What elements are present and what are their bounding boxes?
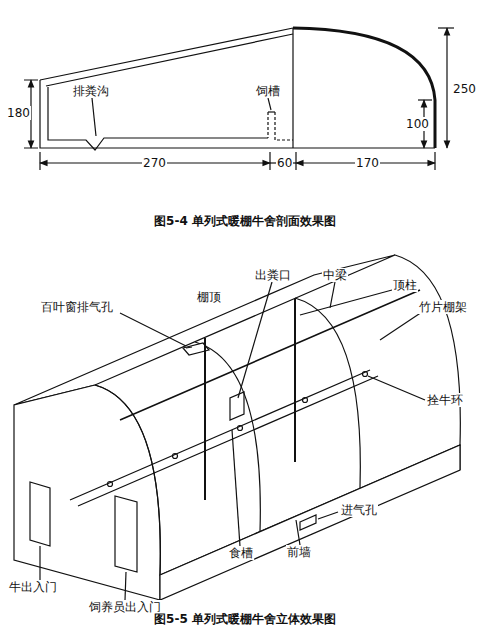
part-label: 百叶窗排气孔 <box>40 300 114 314</box>
part-label: 饲槽 <box>255 84 281 98</box>
dimension-label: 270 <box>142 156 167 170</box>
section-drawing <box>24 28 454 170</box>
dimension-label: 100 <box>405 117 430 131</box>
perspective-drawing <box>14 255 460 600</box>
part-label: 进气孔 <box>340 503 378 517</box>
part-label: 排粪沟 <box>72 84 110 98</box>
part-label: 竹片棚架 <box>418 300 468 314</box>
dimension-label: 180 <box>6 106 31 120</box>
part-label: 牛出入门 <box>8 580 58 594</box>
part-label: 食槽 <box>228 546 254 560</box>
part-label: 顶柱 <box>392 278 418 292</box>
figure-caption: 图5-4 单列式暖棚牛舍剖面效果图 <box>153 214 337 228</box>
dimension-label: 170 <box>355 156 380 170</box>
part-label: 前墙 <box>286 545 312 559</box>
part-label: 棚顶 <box>196 290 222 304</box>
figure-caption: 图5-5 单列式暖棚牛舍立体效果图 <box>153 612 337 626</box>
dimension-label: 60 <box>276 156 293 170</box>
dimension-label: 250 <box>452 82 477 96</box>
part-label: 出粪口 <box>254 268 292 282</box>
part-label: 拴牛环 <box>426 393 464 407</box>
part-label: 中梁 <box>322 268 348 282</box>
part-label: 饲养员出入门 <box>88 600 162 614</box>
